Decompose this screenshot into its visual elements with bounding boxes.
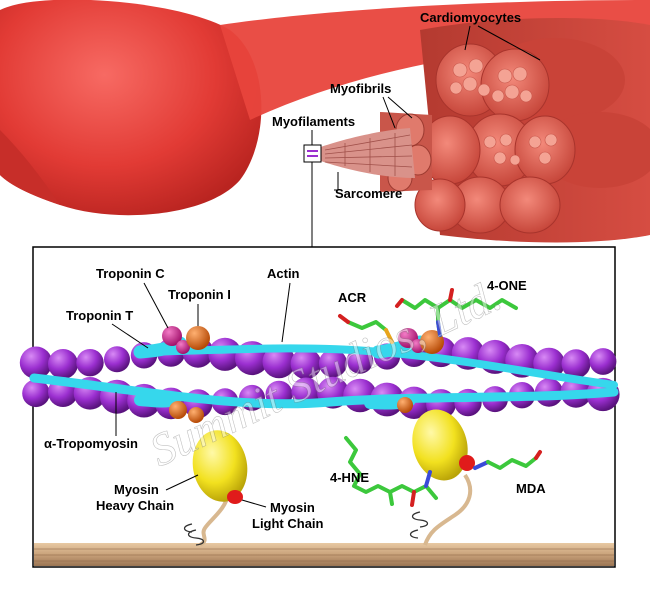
myosin-light-chain <box>227 490 243 504</box>
actin-monomer <box>104 346 130 373</box>
label-myosin-heavy-2: Heavy Chain <box>96 498 174 513</box>
myosin-light-chain <box>459 455 475 471</box>
actin-monomer <box>22 379 50 408</box>
myofibril-bundle <box>318 112 432 192</box>
four-one-adduct <box>395 288 518 337</box>
leader-troponin-t <box>111 323 149 349</box>
leader-sarcomere <box>334 172 339 191</box>
label-cardiomyocytes: Cardiomyocytes <box>420 10 521 25</box>
cardiomyocyte-cylinders <box>414 38 650 234</box>
troponin-c-sphere <box>176 340 190 354</box>
actin-monomer <box>48 349 78 379</box>
actin-monomer <box>290 348 322 380</box>
actin-monomer <box>76 349 104 377</box>
troponin-c-sphere <box>162 326 182 346</box>
label-myosin-light-1: Myosin <box>270 500 315 515</box>
troponin-i-sphere <box>397 397 413 413</box>
actin-monomer <box>318 349 348 378</box>
mda-adduct <box>473 450 542 470</box>
thick-filament <box>34 543 614 566</box>
troponin-i-sphere <box>420 330 444 354</box>
label-myofilaments: Myofilaments <box>272 114 355 129</box>
label-troponin-c: Troponin C <box>96 266 165 281</box>
actin-monomer <box>589 348 617 375</box>
leader-myosin-light <box>241 499 267 508</box>
actin-monomer <box>561 349 591 379</box>
label-four-one: 4-ONE <box>487 278 527 293</box>
troponin-complex-right <box>397 328 444 413</box>
myofilament-detail-panel: Summit Studios, Ltd. Troponin C Troponin… <box>19 246 620 568</box>
actin-monomer <box>262 345 296 379</box>
myosin-left <box>183 430 248 547</box>
myosin-heavy-chain-head <box>412 409 468 481</box>
leader-myofibrils <box>382 96 413 129</box>
acr-adduct <box>338 314 394 344</box>
actin-monomer <box>19 346 53 379</box>
troponin-i-sphere <box>169 401 187 419</box>
label-troponin-t: Troponin T <box>66 308 133 323</box>
label-myosin-heavy-1: Myosin <box>114 482 159 497</box>
label-troponin-i: Troponin I <box>168 287 231 302</box>
leader-actin <box>281 282 291 343</box>
label-myofibrils: Myofibrils <box>330 81 391 96</box>
myosin-heavy-chain-head <box>192 430 248 502</box>
troponin-complex-left <box>162 326 210 423</box>
cardiomyocyte-bundle <box>303 18 650 247</box>
leader-myosin-heavy <box>165 474 199 491</box>
myofilament-highlight-box <box>303 144 322 163</box>
label-sarcomere: Sarcomere <box>335 186 402 201</box>
leader-troponin-c <box>143 282 169 329</box>
label-actin: Actin <box>267 266 300 281</box>
label-tropomyosin: α-Tropomyosin <box>44 436 138 451</box>
troponin-i-sphere <box>186 326 210 350</box>
myosin-right <box>409 409 475 546</box>
label-acr: ACR <box>338 290 367 305</box>
troponin-i-sphere <box>188 407 204 423</box>
label-four-hne: 4-HNE <box>330 470 369 485</box>
label-myosin-light-2: Light Chain <box>252 516 324 531</box>
label-mda: MDA <box>516 481 546 496</box>
leader-cardiomyocytes <box>464 25 541 61</box>
four-hne-adduct <box>344 436 438 507</box>
